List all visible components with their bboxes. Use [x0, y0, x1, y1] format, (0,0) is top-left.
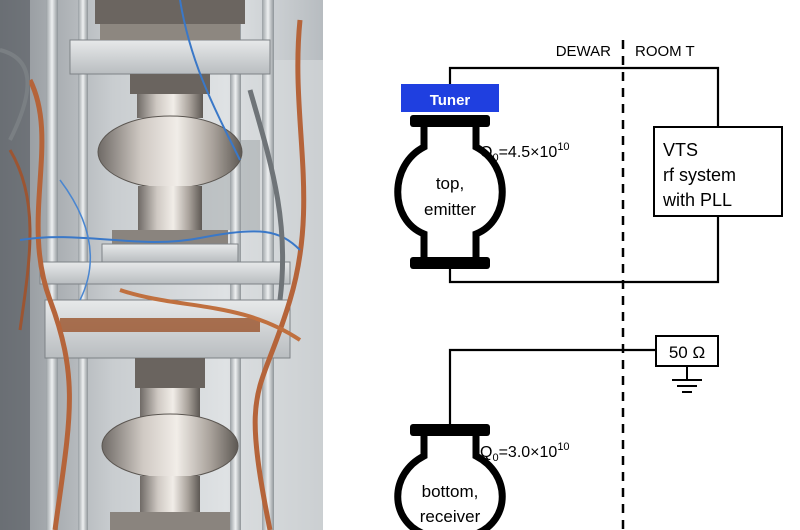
top-cavity: [394, 115, 506, 269]
top-signal-wire: [448, 66, 720, 127]
rf-system-line1: VTS: [663, 140, 698, 160]
test-stand-photo: [0, 0, 323, 530]
tuner-box: [401, 84, 499, 112]
bottom-cavity-label-line1: bottom,: [422, 482, 479, 501]
top-q-value: Q0=4.5×1010: [480, 141, 570, 164]
bottom-cavity-label-line2: receiver: [420, 507, 481, 526]
rf-system-line2: rf system: [663, 165, 736, 185]
cryostat-test-stand-photo: [0, 0, 323, 530]
bottom-cavity: [394, 424, 506, 530]
top-return-wire: [448, 216, 720, 284]
rf-system-box: [653, 126, 783, 217]
tuner-label: Tuner: [430, 92, 471, 109]
dewar-label: DEWAR: [556, 43, 611, 60]
bottom-q-value: Q0=3.0×1010: [480, 441, 570, 464]
schematic-svg: DEWAR ROOM T Tuner top, emitter Q0=4.5×1…: [394, 40, 783, 530]
schematic-diagram: DEWAR ROOM T Tuner top, emitter Q0=4.5×1…: [323, 0, 800, 530]
room-t-label: ROOM T: [635, 43, 695, 60]
bottom-signal-wire: [448, 348, 656, 424]
ground-icon: [672, 366, 702, 393]
top-cavity-label-line2: emitter: [424, 200, 476, 219]
rf-system-line3: with PLL: [662, 190, 732, 210]
top-cavity-label-line1: top,: [436, 174, 464, 193]
load-label: 50 Ω: [669, 343, 705, 362]
